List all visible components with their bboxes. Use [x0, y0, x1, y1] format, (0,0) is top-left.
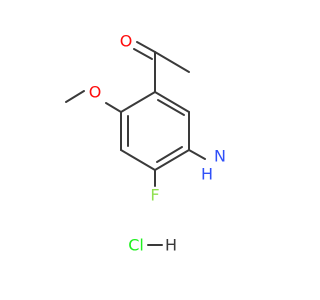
bond-methoxy-o-methyl [65, 90, 85, 103]
ring-bond-6 [120, 91, 156, 113]
bond-ring-methoxy-o [105, 102, 122, 113]
fluorine-label: F [150, 186, 159, 205]
molecule-drawing: O O N H F Cl H [65, 32, 226, 255]
salt-hydrogen-label: H [165, 236, 177, 255]
amine-hydrogen-label: H [201, 165, 213, 184]
structure-canvas: O O N H F Cl H [65, 31, 226, 255]
bond-methyl-carbonyl [154, 51, 190, 73]
carbonyl-oxygen-label: O [120, 32, 133, 51]
bond-ring-nitrogen [188, 149, 206, 160]
bond-carbonyl-double-1 [136, 41, 156, 53]
methoxy-oxygen-label: O [89, 83, 102, 102]
amine-nitrogen-label: N [214, 147, 226, 166]
ring-bond-1-inner [157, 99, 185, 116]
ring-bond-1 [154, 91, 190, 113]
ring-bond-3 [154, 149, 190, 171]
ring-bond-4 [120, 149, 156, 171]
chlorine-label: Cl [128, 236, 144, 255]
bond-carbonyl-double-2 [133, 48, 153, 60]
ring-bond-3-inner [156, 146, 183, 163]
